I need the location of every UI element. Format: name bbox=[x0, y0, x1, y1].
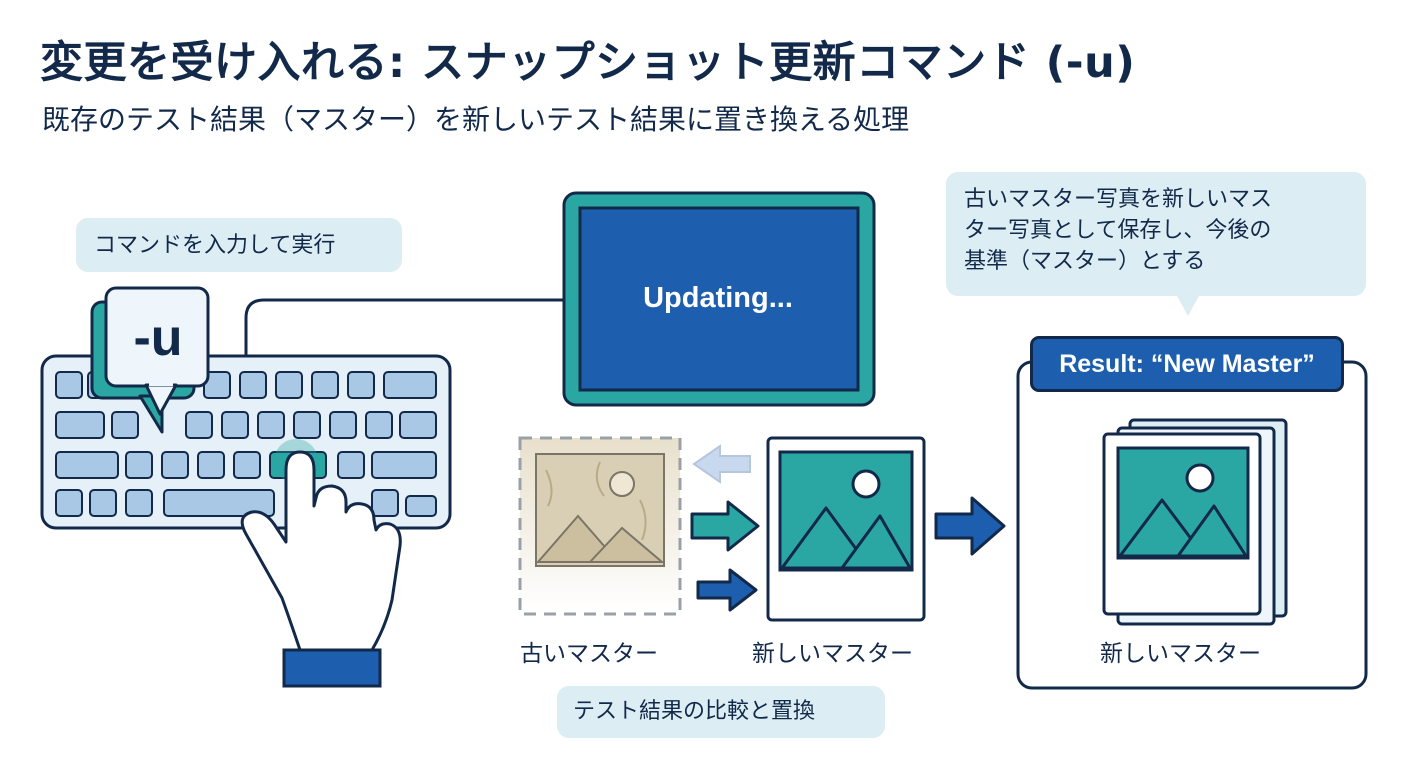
old-master-label: 古いマスター bbox=[520, 641, 658, 667]
result-note-line: 基準（マスター）とする bbox=[964, 249, 1206, 275]
arrow-left-faded-icon bbox=[692, 444, 751, 484]
page-title: 変更を受け入れる: スナップショット更新コマンド (-u) bbox=[40, 38, 1136, 88]
result-master-label: 新しいマスター bbox=[1100, 641, 1261, 667]
command-bubble: コマンドを入力して実行 bbox=[76, 218, 402, 272]
arrow-right-teal-icon bbox=[690, 500, 760, 552]
result-note-bubble: 古いマスター写真を新しいマス ター写真として保存し、今後の 基準（マスター）とす… bbox=[946, 172, 1366, 296]
monitor-icon bbox=[562, 191, 876, 407]
arrow-to-result-icon bbox=[934, 496, 1006, 556]
cable-line bbox=[244, 298, 566, 356]
new-master-image-icon bbox=[766, 436, 926, 622]
comparison-caption: テスト結果の比較と置換 bbox=[557, 686, 885, 738]
old-master-image-icon bbox=[518, 436, 682, 616]
key-u-label: -u bbox=[133, 309, 183, 367]
result-master-stack-icon bbox=[1102, 418, 1288, 626]
key-callout bbox=[90, 286, 210, 434]
page-subtitle: 既存のテスト結果（マスター）を新しいテスト結果に置き換える処理 bbox=[42, 103, 910, 136]
result-note-line: ター写真として保存し、今後の bbox=[964, 218, 1272, 244]
new-master-label: 新しいマスター bbox=[752, 641, 913, 667]
result-note-tail bbox=[1176, 294, 1200, 316]
result-tab: Result: “New Master” bbox=[1030, 336, 1344, 392]
result-note-line: 古いマスター写真を新しいマス bbox=[964, 187, 1273, 212]
arrow-right-blue-icon bbox=[696, 568, 758, 612]
hand-icon bbox=[240, 450, 402, 688]
screen-status-text: Updating... bbox=[643, 282, 793, 314]
